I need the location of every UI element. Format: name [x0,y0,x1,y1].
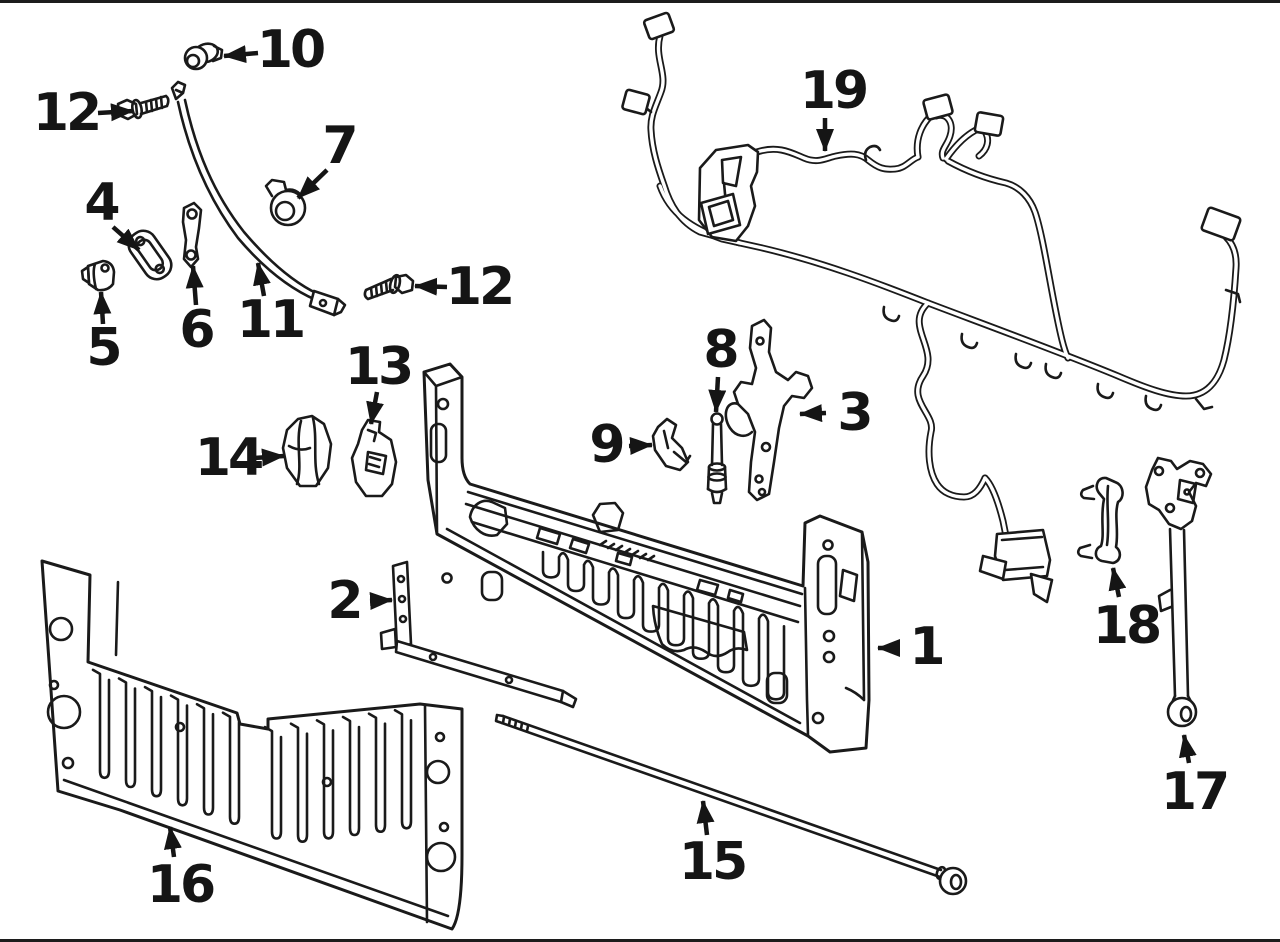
part-15-rod-drawing [494,713,968,896]
callout-label-18-18: 18 [1092,595,1162,656]
part-10-grommet-drawing [183,42,224,71]
callout-label-9-10: 9 [589,414,625,475]
part-13-latch-drawing [350,418,398,498]
callout-arrow-17-19 [1179,734,1197,764]
part-19-harness-drawing [621,11,1242,604]
callout-arrow-18-18 [1108,567,1127,598]
callout-label-17-19: 17 [1160,761,1230,822]
callout-label-14-9: 14 [194,427,264,488]
callout-label-19-13: 19 [799,60,869,121]
callout-arrows [93,45,1197,858]
callout-label-6-5: 6 [179,299,215,360]
callout-label-4-3: 4 [84,172,120,233]
part-8-support-drawing [706,412,728,505]
callout-arrow-7-2 [296,168,329,200]
callout-label-15-16: 15 [678,831,748,892]
callout-label-13-8: 13 [344,336,414,397]
callout-arrow-16-17 [163,826,182,858]
harness-end-bracket [978,528,1054,604]
callout-arrow-10-0 [223,45,259,64]
part-3-hinge-drawing [724,318,814,502]
callout-arrow-13-8 [366,391,384,425]
part-18-link-drawing [1076,476,1124,565]
callout-label-2-14: 2 [327,570,363,631]
callout-label-12-1: 12 [32,82,102,143]
harness-connectors [621,11,1242,242]
part-6-bracket-drawing [181,201,203,269]
callout-arrow-2-14 [369,592,393,610]
callout-label-5-4: 5 [86,317,122,378]
callout-arrow-12-1 [97,103,134,122]
callout-arrow-15-16 [696,800,715,836]
part-1-inner-panel-drawing [422,362,871,754]
part-16-comb-slots [91,668,413,843]
callout-arrow-3-12 [799,404,827,423]
callout-arrow-6-5 [185,265,204,306]
callout-label-8-11: 8 [703,319,739,380]
callout-label-10-0: 10 [256,19,326,80]
callout-label-12-7: 12 [445,256,515,317]
callout-label-7-2: 7 [322,115,358,176]
part-2-bracket-drawing [379,560,578,709]
part-4-striker-drawing [127,229,173,281]
callout-label-1-15: 1 [909,616,945,677]
bottom-border-line [0,939,1280,942]
part-11-cable-drawing [170,80,347,317]
top-border-line [0,0,1280,3]
part-14-shield-drawing [281,414,333,488]
part-12-bolt-left-drawing [116,94,170,121]
callout-label-3-12: 3 [837,382,873,443]
callout-label-16-17: 16 [146,854,216,915]
callout-arrow-5-4 [93,291,112,325]
callout-label-11-6: 11 [236,289,306,350]
callout-arrow-14-9 [253,448,285,467]
callout-arrow-4-3 [111,225,141,252]
part-16-access-panel-drawing [40,559,464,931]
part-7-actuator-drawing [264,178,307,227]
harness-clips [643,105,1242,412]
part-5-clip-drawing [80,259,116,292]
part-1-stamped-slots [541,550,786,701]
part-12-bolt-right-drawing [363,273,415,301]
callout-arrow-12-7 [414,277,448,296]
callout-arrow-9-10 [628,436,653,455]
callout-arrow-8-11 [708,376,727,413]
part-9-clip-drawing [651,417,692,472]
callout-arrow-11-6 [253,262,271,297]
part-17-strut-drawing [1144,456,1213,728]
harness-mount-bracket [697,143,760,243]
